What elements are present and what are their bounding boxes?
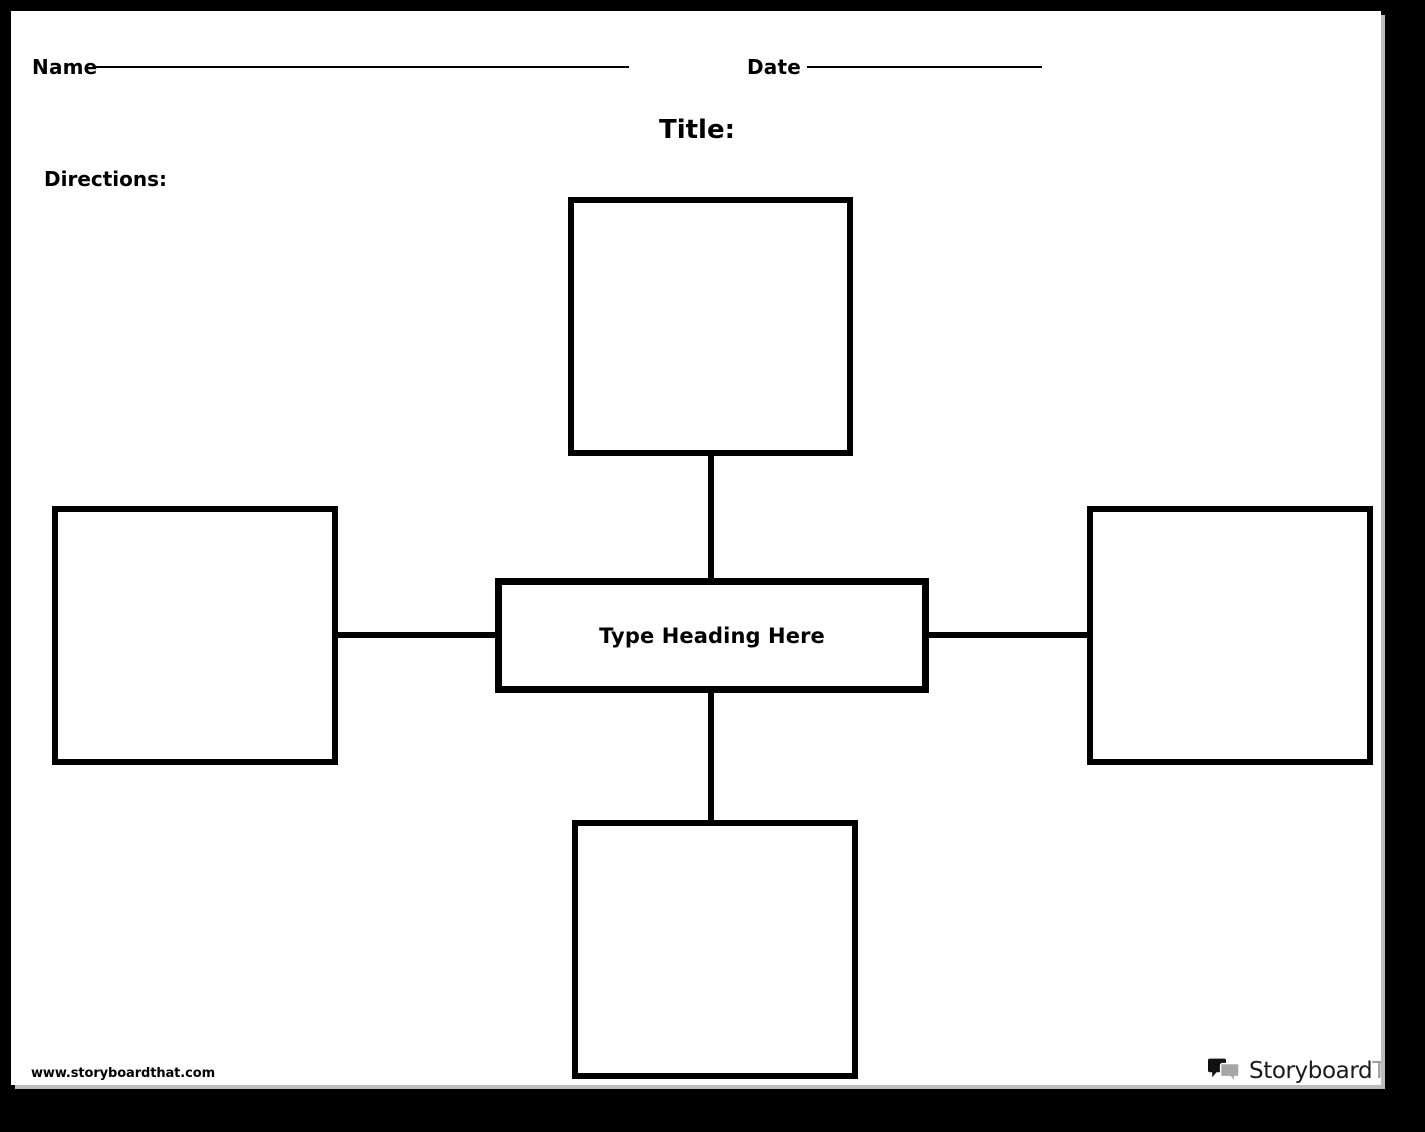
logo-word-that: That [1372,1057,1381,1084]
name-label: Name [32,55,98,79]
node-box-center[interactable]: Type Heading Here [495,578,929,693]
connector-line-bottom [708,687,714,826]
storyboardthat-logo: StoryboardThat [1207,1054,1381,1085]
date-label: Date [747,55,802,79]
connector-line-top [708,452,714,584]
page-title-text: Title: [658,115,736,145]
page-title: Title: [11,115,1381,145]
node-box-right[interactable] [1087,506,1373,765]
connector-line-left [332,632,501,638]
name-input-line[interactable] [93,66,629,68]
speech-bubbles-icon [1208,1058,1240,1084]
worksheet-page: Name Date Title: Directions: Type Headin… [11,11,1381,1085]
center-heading-text: Type Heading Here [599,623,825,648]
logo-wordmark: StoryboardThat [1249,1057,1381,1084]
logo-word-storyboard: Storyboard [1249,1057,1373,1084]
node-box-top[interactable] [568,197,853,456]
footer-website-url: www.storyboardthat.com [31,1066,216,1081]
connector-line-right [923,632,1093,638]
node-box-bottom[interactable] [572,820,858,1079]
spider-map-diagram: Type Heading Here [11,11,1381,1085]
directions-label: Directions: [44,167,168,191]
date-input-line[interactable] [807,66,1042,68]
node-box-left[interactable] [52,506,338,765]
